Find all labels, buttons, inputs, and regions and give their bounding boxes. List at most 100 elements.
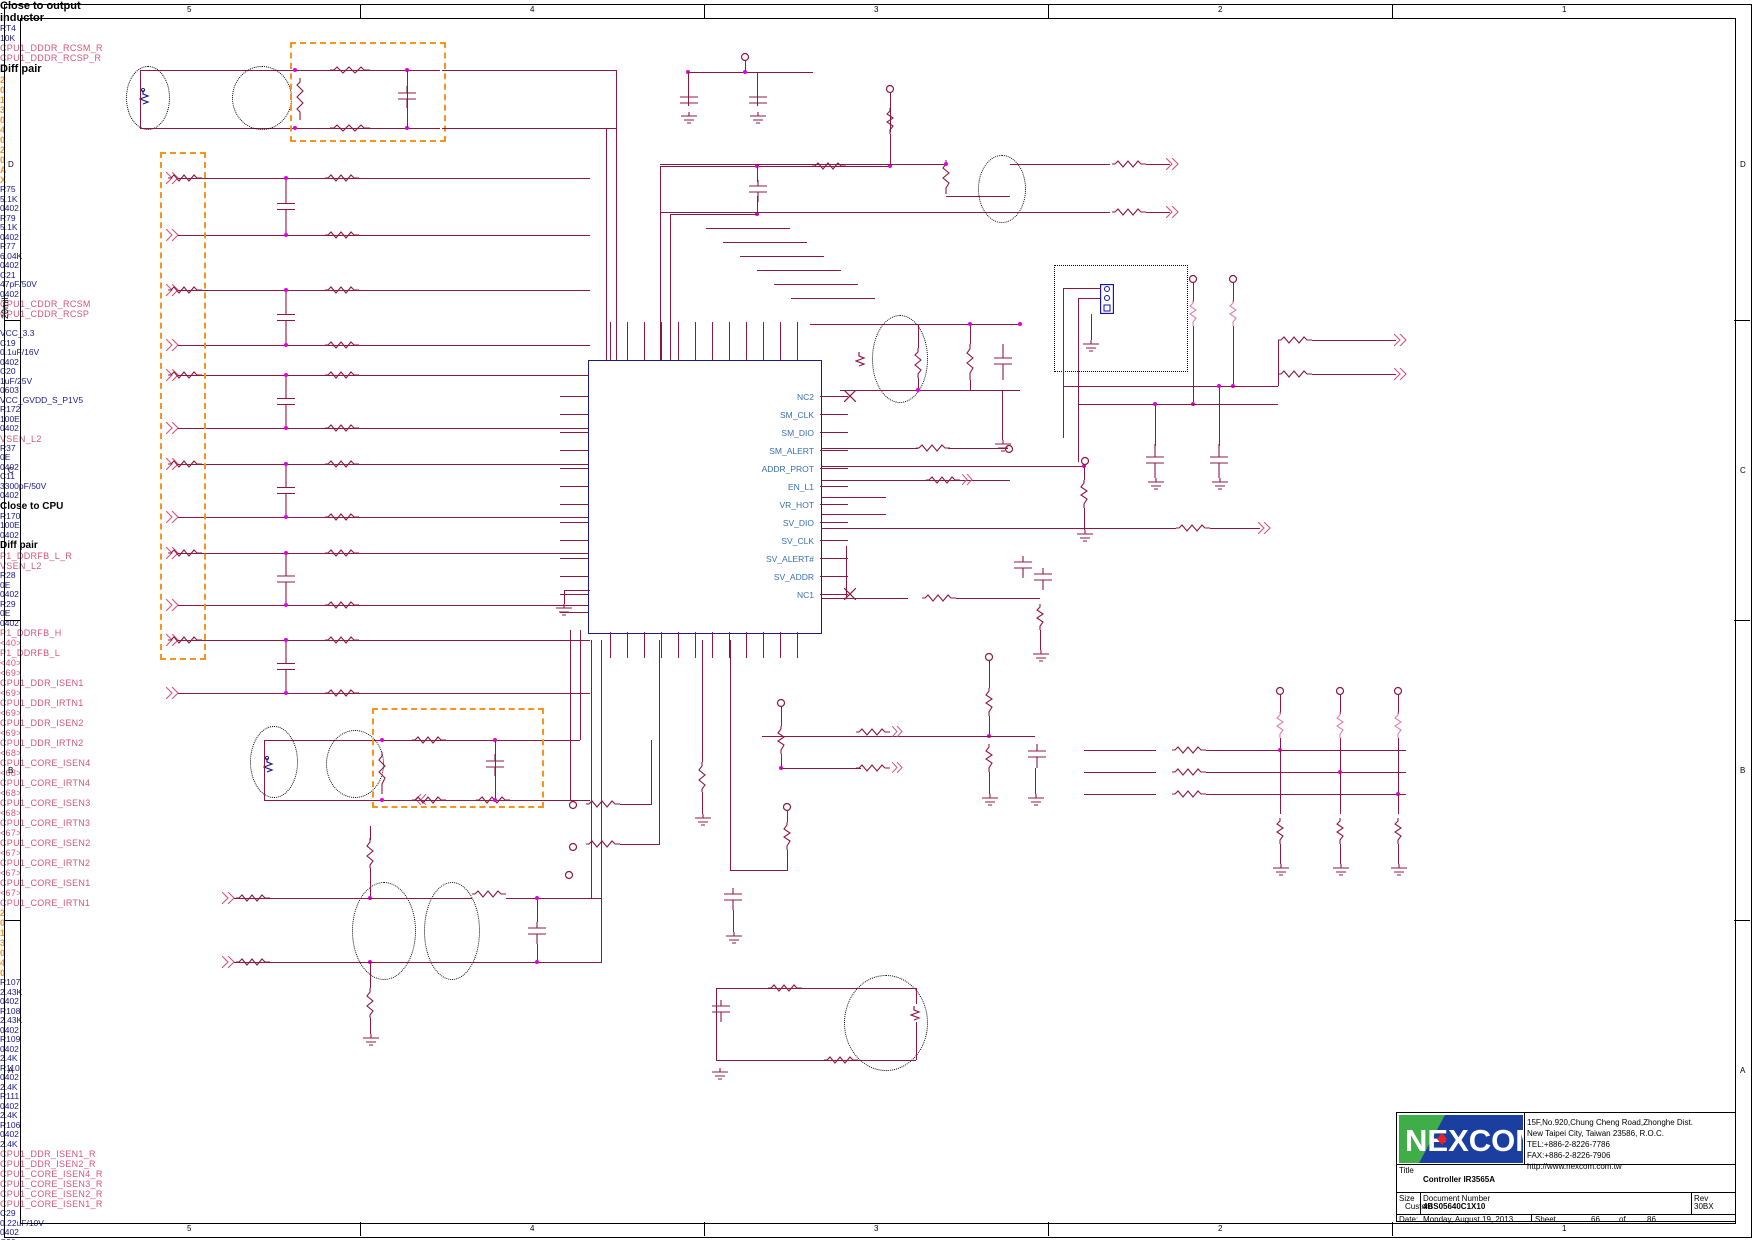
doc-value: 4BS05640C1X10 [1423, 1202, 1486, 1211]
ic-pin-lead-19 [820, 486, 848, 487]
c6-symbol [1028, 744, 1046, 768]
port-label-cpu1-core-isen3: CPU1_CORE_ISEN3 [0, 798, 91, 808]
r65-symbol [586, 800, 620, 808]
note-20mil: 20mil [0, 297, 10, 319]
junction-c32-b [284, 515, 288, 519]
port-ddr-pok [416, 794, 427, 805]
port-label-cpu1-core-isen4: CPU1_CORE_ISEN4 [0, 758, 91, 768]
ground-c6 [1028, 794, 1044, 806]
vcc33-r65-symbol [568, 800, 578, 810]
r53-symbol [236, 894, 270, 902]
ic-pin-name-b-vinsen: VINSEN [0, 918, 10, 1240]
c8-symbol [724, 888, 742, 910]
r28-symbol [1112, 160, 1146, 168]
ic-pin-lead-b-6 [695, 632, 696, 658]
net-cpu1-ddr-isen2-r: CPU1_DDR_ISEN2_R [0, 1159, 96, 1169]
junction-c30-a [284, 288, 288, 292]
date-value: Monday, August 19, 2013 [1423, 1215, 1514, 1224]
ic-pin-lead-b-12 [797, 632, 798, 658]
res-r100-symbol [325, 549, 359, 557]
res-r94-symbol [325, 286, 359, 294]
r32-symbol [1278, 336, 1312, 344]
ellipse-rt3 [250, 726, 298, 798]
net-cpu1-core-isen3-r: CPU1_CORE_ISEN3_R [0, 1179, 103, 1189]
wire-sv-r-2 [1206, 794, 1406, 795]
port-vdd-core-en [962, 474, 973, 485]
port-sheet-p1-ddrfb-h: <40> [0, 638, 22, 648]
port-sheet-0: <69> [0, 668, 22, 678]
ground-r1 [1273, 864, 1289, 876]
sheet-border-inner [20, 18, 1736, 1224]
wire-pullup-2 [1398, 694, 1399, 714]
wire-port-10 [178, 640, 590, 641]
cap-c30-symbol [277, 290, 295, 345]
ellipse-rt4 [126, 66, 170, 130]
ic-pin-lead-35 [627, 322, 628, 360]
note-close-output-inductor-1: Close to output inductor [0, 0, 81, 24]
res-r92-symbol [325, 174, 359, 182]
ground-kelvin [995, 440, 1011, 452]
res-r110-symbol [168, 460, 202, 468]
ic-pin-lead-b-7 [712, 632, 713, 658]
ground-c20 [750, 112, 766, 124]
dashed-region-top [290, 42, 446, 142]
ic-pin-lead-38 [560, 414, 588, 415]
r22-symbol [1189, 300, 1197, 326]
port-sheet-1: <69> [0, 688, 22, 698]
ic-pin-name-addr-prot: ADDR_PROT [761, 464, 814, 474]
ic-pin-name-sv-dio: SV_DIO [782, 518, 814, 528]
wire-sv-down-2 [1398, 794, 1399, 814]
zone-label-bottom-1: 1 [1562, 1224, 1567, 1233]
res-r102-symbol [325, 636, 359, 644]
r49-symbol [236, 958, 270, 966]
wire-port-4 [178, 375, 590, 376]
zone-label-left-C: C [8, 466, 14, 475]
sheet-label: Sheet [1535, 1215, 1556, 1224]
junction-c32-a [284, 462, 288, 466]
res-r11-symbol [1394, 818, 1402, 844]
r3-symbol [914, 348, 922, 378]
ic-pin-lead-30 [712, 322, 713, 360]
ground-r5 [1033, 650, 1049, 662]
port-label-cpu1-core-irtn3: CPU1_CORE_IRTN3 [0, 818, 91, 828]
r5-symbol [1036, 604, 1044, 630]
ic-pin-lead-40 [560, 450, 588, 451]
ground-r156 [363, 1034, 379, 1046]
ic-pin-lead-23 [820, 414, 848, 415]
r48-symbol [698, 762, 706, 792]
r6-symbol [926, 476, 960, 484]
port-label-cpu1-ddr-isen2: CPU1_DDR_ISEN2 [0, 718, 84, 728]
res-r106-symbol [168, 636, 202, 644]
ellipse-kelvin-sense-1 [872, 315, 928, 403]
rt1-symbol [855, 352, 866, 367]
ellipse-close-cpu-2 [352, 882, 416, 980]
res-r93-symbol [325, 231, 359, 239]
zone-label-left-A: A [8, 1066, 14, 1075]
wire-pullup-b-2 [1398, 738, 1399, 798]
r112-symbol [922, 594, 956, 602]
of-label: of [1619, 1215, 1626, 1224]
ground-j1 [1083, 340, 1099, 352]
wire-port-6 [178, 464, 590, 465]
net-cpu1-dddr-rcsp-r: CPU1_DDDR_RCSP_R [0, 53, 102, 63]
wire-port-5 [178, 428, 590, 429]
net-cpu1-ddr-isen1-r: CPU1_DDR_ISEN1_R [0, 1149, 96, 1159]
j1-connector-symbol [1100, 284, 1114, 314]
wire-sv-down-1 [1340, 772, 1341, 814]
zone-label-top-2: 2 [1218, 5, 1223, 14]
cap-c29-symbol [277, 178, 295, 235]
wire-pullup-b-1 [1340, 738, 1341, 786]
port-label-cpu1-core-isen2: CPU1_CORE_ISEN2 [0, 838, 91, 848]
r14-symbol [966, 344, 974, 380]
ellipse-kelvin-sense-2 [844, 975, 928, 1071]
wire-port-1 [178, 235, 590, 236]
